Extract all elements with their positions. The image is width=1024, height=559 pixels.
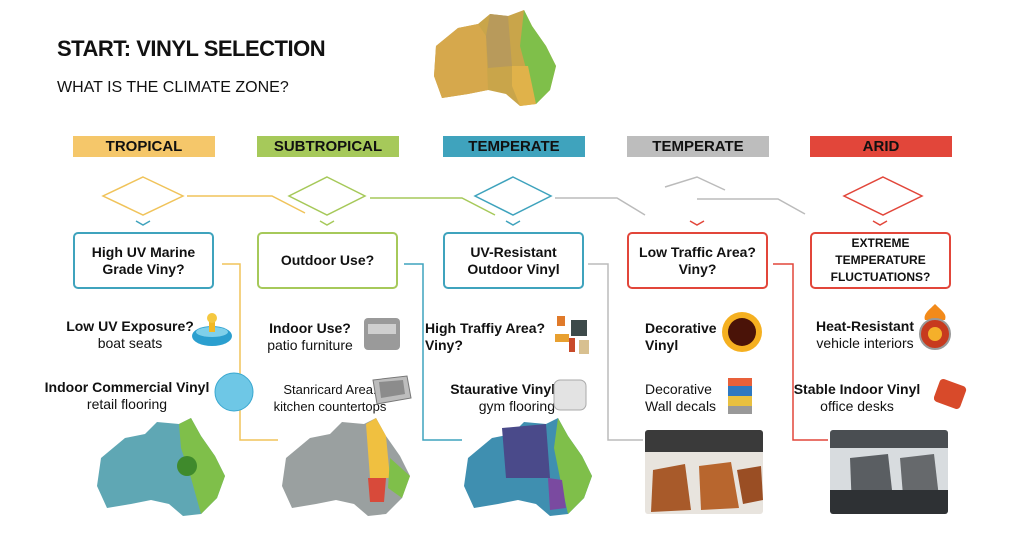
sun-icon — [722, 312, 762, 352]
option-sub: retail flooring — [86, 396, 168, 412]
red-bag-icon — [934, 379, 967, 409]
decision-diamond — [842, 176, 924, 216]
decision-diamond — [473, 176, 553, 216]
option-title: Stanricard Area: — [283, 382, 377, 397]
tile-swatches-icon — [555, 316, 589, 354]
header-subtropical: SUBTROPICAL — [257, 136, 399, 157]
option-title: Staurative Vinyl — [450, 381, 555, 397]
australia-map-subtropical — [282, 418, 410, 516]
australia-map-icon — [434, 10, 556, 106]
option-standard-area: Stanricard Area: kitchen countertops — [245, 381, 415, 415]
option-sub: vehicle interiors — [816, 335, 914, 351]
furniture-icon — [364, 318, 400, 350]
option-sub: Wall decals — [645, 398, 717, 414]
option-title: Decorative Vinyl — [645, 320, 717, 353]
decision-diamond — [101, 176, 185, 216]
option-sub: office desks — [820, 398, 894, 414]
header-temperate-2: TEMPERATE — [627, 136, 769, 157]
car-interior-photo-2 — [830, 430, 948, 514]
decision-box-subtropical: Outdoor Use? — [257, 232, 398, 289]
option-high-traffic: High Traffiy Area? Viny? — [425, 320, 555, 354]
option-title: Decorative — [645, 381, 712, 397]
option-title: High Traffiy Area? Viny? — [425, 320, 546, 353]
header-temperate: TEMPERATE — [443, 136, 585, 157]
car-interior-photo — [645, 430, 763, 514]
option-decorative: Decorative Vinyl — [645, 320, 725, 354]
option-sub: patio furniture — [267, 337, 353, 353]
option-title: Indoor Use? — [269, 320, 351, 336]
decision-box-temperate-2: Low Traffic Area? Viny? — [627, 232, 768, 289]
fabric-stack-icon — [728, 378, 752, 414]
option-title: Stable Indoor Vinyl — [793, 381, 921, 397]
bathtub-icon — [553, 379, 587, 411]
climate-question: WHAT IS THE CLIMATE ZONE? — [57, 79, 289, 96]
option-low-uv: Low UV Exposure?boat seats — [45, 318, 215, 352]
decision-box-tropical: High UV Marine Grade Viny? — [73, 232, 214, 289]
option-title: Indoor Commercial Vinyl — [44, 379, 210, 395]
water-fountain-icon — [192, 313, 232, 346]
decision-box-temperate: UV-Resistant Outdoor Vinyl — [443, 232, 584, 289]
decision-diamond — [287, 176, 367, 216]
page-title: START: VINYL SELECTION — [57, 36, 326, 61]
decision-diamond — [664, 176, 726, 191]
option-sub: gym flooring — [478, 398, 555, 414]
header-arid: ARID — [810, 136, 952, 157]
blue-circle-icon — [214, 372, 254, 412]
option-indoor-use: Indoor Use?patio furniture — [225, 320, 395, 354]
australia-map-tropical — [97, 418, 225, 516]
option-title: Heat-Resistant — [815, 318, 915, 334]
option-title: Low UV Exposure? — [66, 318, 194, 334]
countertop-icon — [372, 375, 412, 405]
fire-shield-icon — [919, 304, 951, 350]
australia-map-temperate — [464, 418, 592, 516]
decision-box-arid: EXTREME TEMPERATURE FLUCTUATIONS? — [810, 232, 951, 289]
header-tropical: TROPICAL — [73, 136, 215, 157]
option-sub: boat seats — [97, 335, 163, 351]
option-sub: kitchen countertops — [273, 399, 387, 414]
